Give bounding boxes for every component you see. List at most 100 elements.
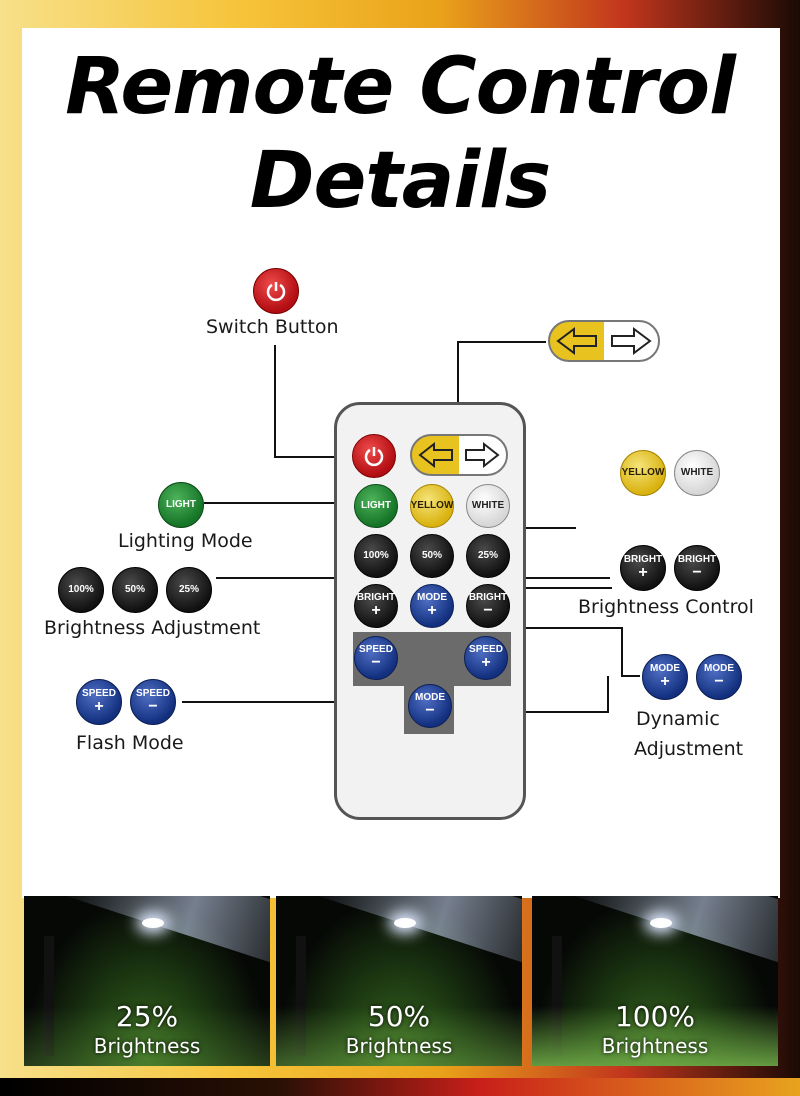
speed-minus-label: SPEED [359,644,393,655]
photo-100: 100% Brightness [532,896,778,1066]
photo-50-percent: 50% [367,1000,431,1033]
brightness-control-label: Brightness Control [578,596,754,618]
callout-bright-minus-icon: BRIGHT− [674,545,720,591]
plus-sign: + [660,673,670,690]
photo-50: 50% Brightness [276,896,522,1066]
power-icon [266,282,286,302]
mode-minus-button[interactable]: MODE− [408,684,452,728]
brightness-50-label: 50% [421,550,442,561]
decorative-frame-bottom [0,1078,800,1096]
callout-bright-plus-icon: BRIGHT+ [620,545,666,591]
brightness-100-button[interactable]: 100% [354,534,398,578]
light-beam [313,896,522,975]
speed-minus-button[interactable]: SPEED− [354,636,398,680]
left-right-arrow-icon [556,327,652,355]
minus-sign: − [714,673,724,690]
callout-50-icon: 50% [112,567,158,613]
callout-speed-minus-icon: SPEED− [130,679,176,725]
callout-speed-minus-label: SPEED [136,688,170,699]
mode-plus-button[interactable]: MODE+ [410,584,454,628]
minus-sign: − [425,702,435,719]
callout-bright-plus-label: BRIGHT [623,554,663,565]
callout-bright-minus-label: BRIGHT [677,554,717,565]
callout-50-label: 50% [124,584,145,595]
white-button[interactable]: WHITE [466,484,510,528]
mode-minus-label: MODE [415,692,445,703]
mode-plus-label: MODE [417,592,447,603]
plus-sign: + [94,698,104,715]
minus-sign: − [371,654,381,671]
callout-25-icon: 25% [166,567,212,613]
plus-sign: + [638,564,648,581]
lamp [650,918,672,928]
callout-mode-plus-icon: MODE+ [642,654,688,700]
switch-button-label: Switch Button [206,316,339,338]
lit-grass [276,1006,522,1066]
speed-plus-button[interactable]: SPEED+ [464,636,508,680]
callout-mode-plus-label: MODE [650,663,680,674]
dynamic-label: Dynamic [636,708,720,730]
bright-minus-label: BRIGHT [468,592,508,603]
lighting-mode-label: Lighting Mode [118,530,253,552]
brightness-100-label: 100% [363,550,389,561]
lit-grass [532,1006,778,1066]
plus-sign: + [481,654,491,671]
brightness-adjustment-label: Brightness Adjustment [44,617,261,639]
minus-sign: − [692,564,702,581]
adjustment-label: Adjustment [634,738,744,760]
left-right-arrow-icon [418,441,500,469]
callout-white-icon: WHITE [674,450,720,496]
tree-trunk [552,936,562,1056]
light-beam [569,896,778,975]
lamp [394,918,416,928]
brightness-50-button[interactable]: 50% [410,534,454,578]
brightness-25-label: 25% [477,550,498,561]
light-beam [61,896,270,975]
callout-yellow-icon: YELLOW [620,450,666,496]
callout-mode-minus-label: MODE [704,663,734,674]
photo-25: 25% Brightness [24,896,270,1066]
callout-speed-plus-label: SPEED [82,688,116,699]
plus-sign: + [371,602,381,619]
speed-plus-label: SPEED [469,644,503,655]
photo-100-percent: 100% [614,1000,696,1033]
callout-direction-icon [548,320,660,362]
callout-25-label: 25% [178,584,199,595]
plus-sign: + [427,602,437,619]
white-button-label: WHITE [471,500,505,511]
page-title: Remote Control Details [0,40,800,228]
title-line-1: Remote Control [65,42,736,132]
power-icon [364,447,384,467]
light-button-label: LIGHT [361,500,391,511]
minus-sign: − [148,698,158,715]
photo-100-caption: Brightness [601,1034,709,1058]
callout-mode-minus-icon: MODE− [696,654,742,700]
photo-50-caption: Brightness [345,1034,453,1058]
callout-light-label: LIGHT [166,499,196,510]
callout-100-icon: 100% [58,567,104,613]
tree-trunk [44,936,54,1056]
bright-plus-label: BRIGHT [356,592,396,603]
line-mode [432,627,640,677]
brightness-25-button[interactable]: 25% [466,534,510,578]
direction-button[interactable] [410,434,508,476]
callout-yellow-label: YELLOW [621,467,665,478]
photo-25-percent: 25% [115,1000,179,1033]
light-button[interactable]: LIGHT [354,484,398,528]
minus-sign: − [483,602,493,619]
lamp [142,918,164,928]
callout-power-icon [253,268,299,314]
callout-speed-plus-icon: SPEED+ [76,679,122,725]
power-button[interactable] [352,434,396,478]
tree-trunk [296,936,306,1056]
lit-grass [24,1006,270,1066]
photo-25-caption: Brightness [93,1034,201,1058]
yellow-button-label: YELLOW [410,500,454,511]
flash-mode-label: Flash Mode [76,732,184,754]
bright-minus-button[interactable]: BRIGHT− [466,584,510,628]
callout-light-icon: LIGHT [158,482,204,528]
callout-100-label: 100% [68,584,94,595]
bright-plus-button[interactable]: BRIGHT+ [354,584,398,628]
title-line-2: Details [249,136,551,226]
yellow-button[interactable]: YELLOW [410,484,454,528]
